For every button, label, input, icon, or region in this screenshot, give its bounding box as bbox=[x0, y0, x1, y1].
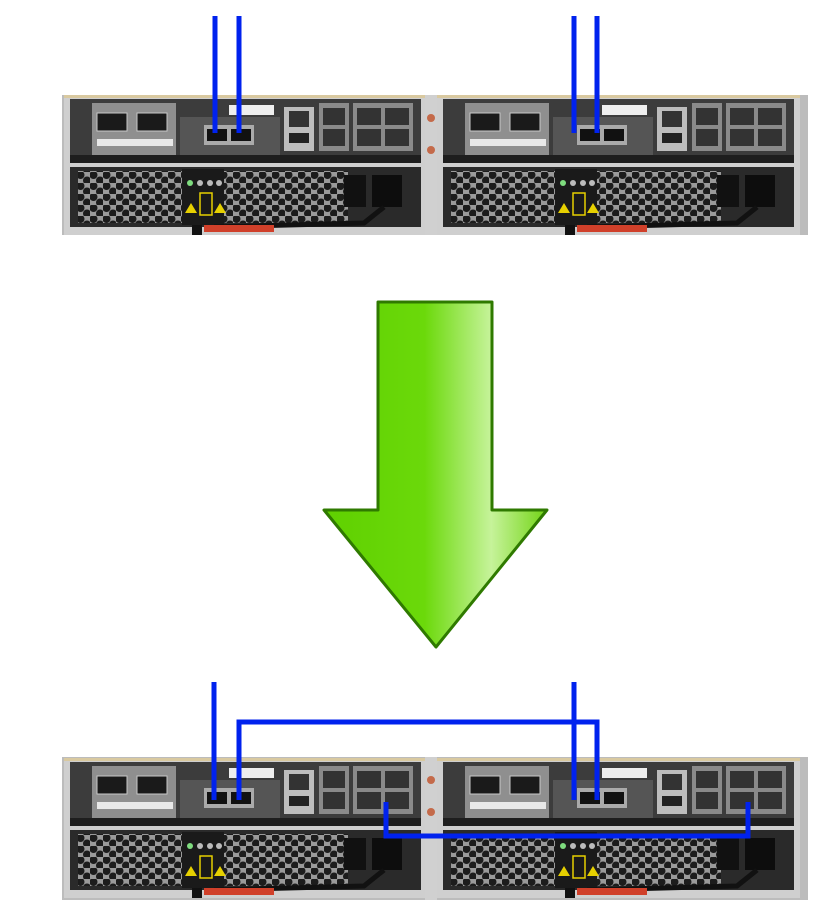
down-arrow-icon bbox=[322, 300, 549, 649]
cable bbox=[383, 802, 751, 839]
controller-a bbox=[64, 95, 427, 237]
enclosure-before bbox=[62, 95, 808, 237]
controller-b bbox=[437, 95, 800, 237]
controller-a bbox=[64, 758, 427, 900]
cables-after bbox=[211, 682, 751, 839]
cable bbox=[236, 719, 600, 800]
enclosure-after bbox=[62, 757, 808, 900]
cables-before bbox=[212, 16, 600, 133]
